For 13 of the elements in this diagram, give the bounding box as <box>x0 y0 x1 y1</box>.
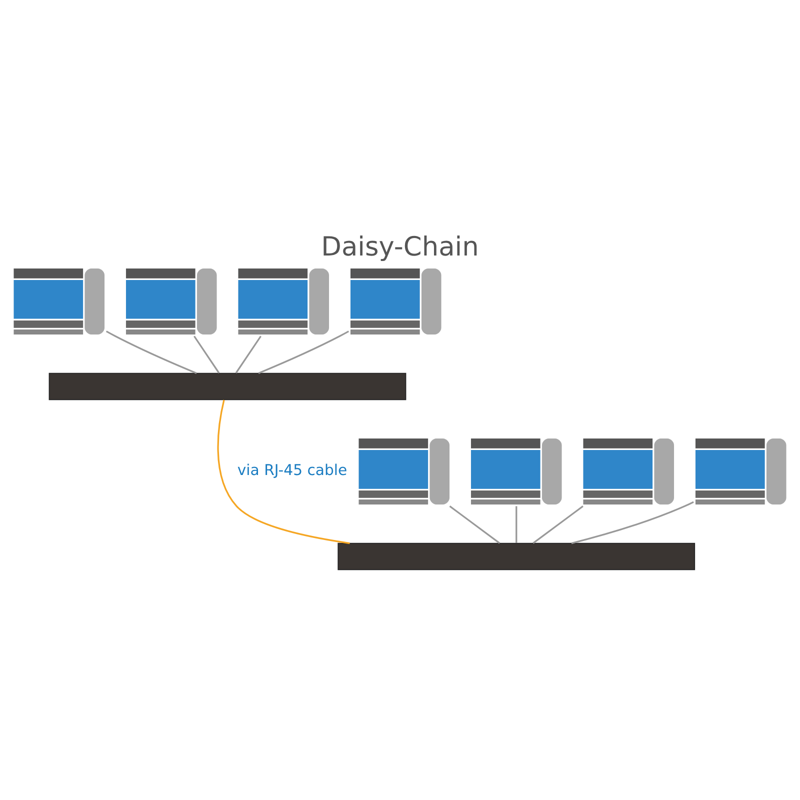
node-bar <box>48 372 406 400</box>
connector <box>516 506 518 542</box>
node-bar <box>338 542 696 570</box>
connector <box>106 330 197 374</box>
connector <box>449 505 500 544</box>
diagram-title: Daisy-Chain <box>321 231 479 262</box>
connector <box>258 330 350 374</box>
connector <box>217 399 350 544</box>
connector <box>532 505 584 544</box>
edge-label: via RJ-45 cable <box>237 460 348 479</box>
connector <box>194 335 220 373</box>
connector <box>235 335 262 373</box>
connector <box>571 500 694 544</box>
